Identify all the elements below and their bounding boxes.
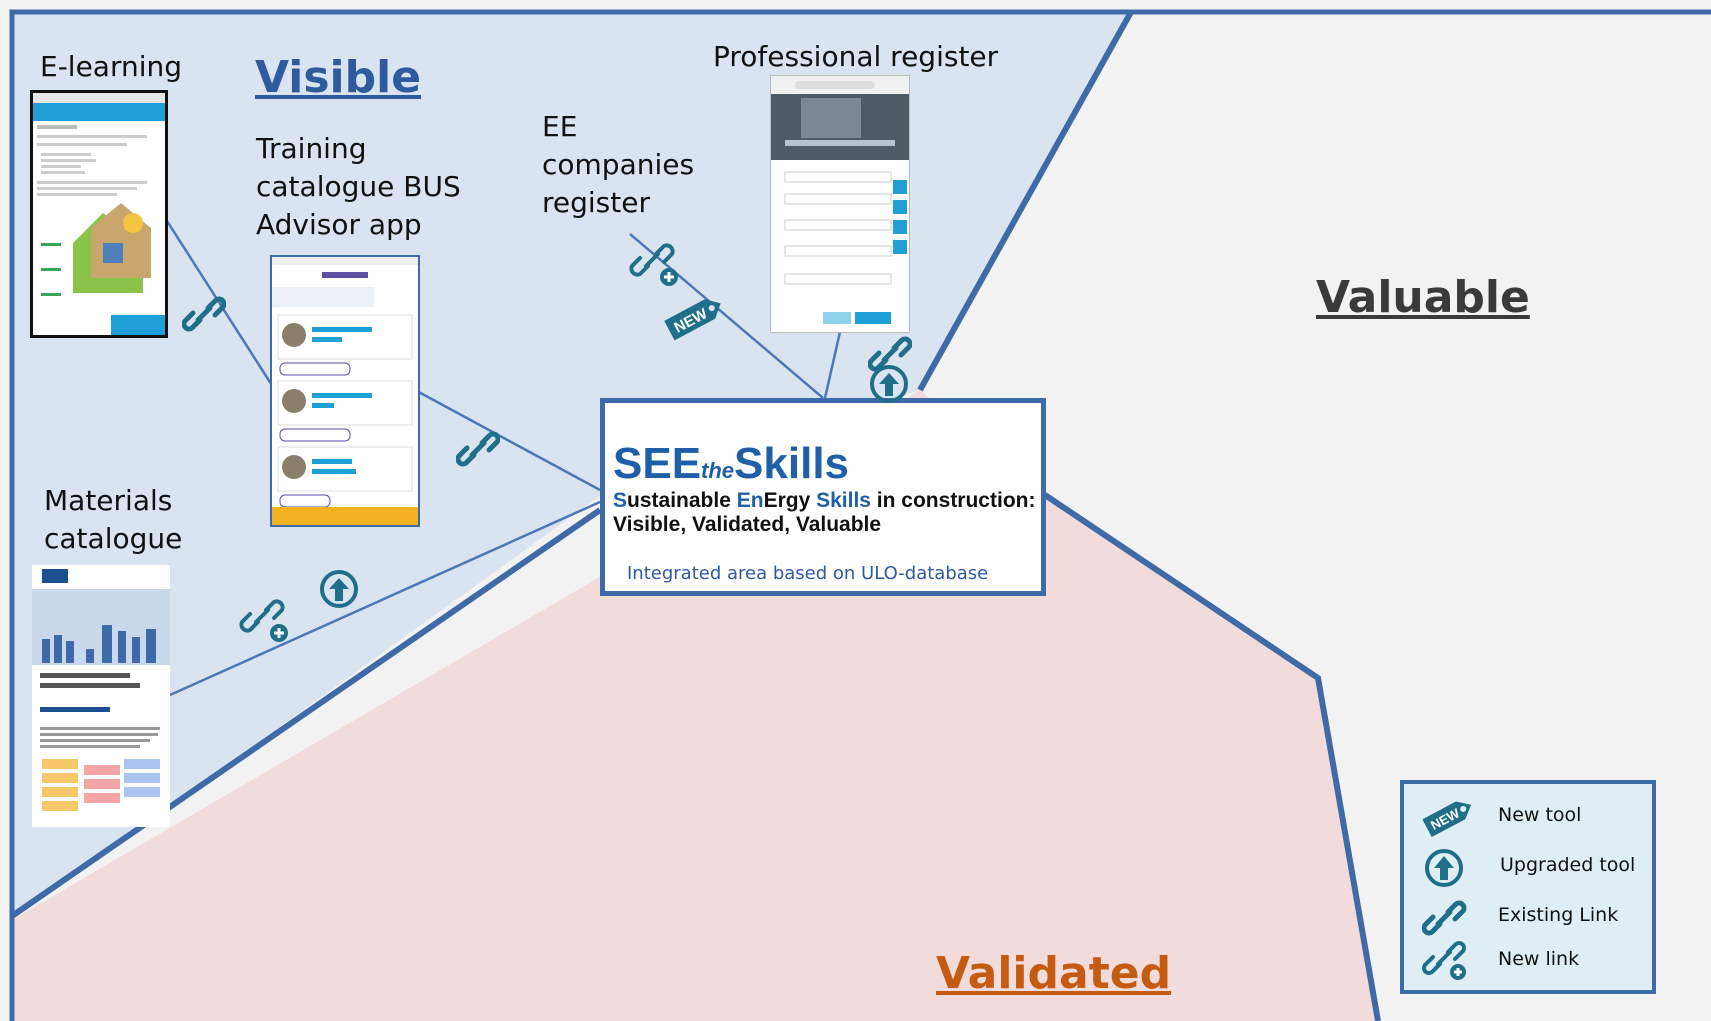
new-tool-tag-icon: NEW xyxy=(1422,801,1472,838)
tagline-part: En xyxy=(736,489,764,512)
brand-the: the xyxy=(701,458,735,483)
visible-zone-title: Visible xyxy=(255,52,422,103)
brand-see: SEE xyxy=(613,439,702,488)
legend-label: New link xyxy=(1498,948,1580,970)
visible-valuable-boundary xyxy=(917,10,1134,392)
legend-item-new-link: New link xyxy=(1404,938,1652,982)
professional-connector xyxy=(823,331,842,399)
tagline-part: ustainable xyxy=(627,489,737,512)
brand-skills: Skills xyxy=(734,439,850,488)
materials-catalogue-screenshot xyxy=(32,565,170,827)
training-app-screenshot xyxy=(270,255,420,527)
training-connector xyxy=(414,388,601,492)
visible-validated-boundary xyxy=(10,507,602,919)
training-label-line: Advisor app xyxy=(256,208,422,241)
legend-item-new-tool: NEW New tool xyxy=(1404,794,1652,838)
new-link-icon xyxy=(1422,941,1466,980)
tagline-part: in construction: Visible, Validated, Val… xyxy=(613,489,1036,536)
training-app-screenshot-art xyxy=(272,257,418,525)
ee-label-line: EE xyxy=(542,110,578,143)
ee-label-line: register xyxy=(542,186,650,219)
legend-box: NEW New tool Upgraded tool Existing Link… xyxy=(1400,780,1656,994)
new-link-icon xyxy=(239,599,288,642)
center-subtitle: Integrated area based on ULO-database xyxy=(627,563,989,584)
upgraded-tool-icon xyxy=(1425,849,1463,887)
legend-label: Existing Link xyxy=(1498,904,1619,926)
tagline-part: S xyxy=(613,489,628,512)
existing-link-icon xyxy=(1422,900,1467,936)
valuable-zone-title: Valuable xyxy=(1316,272,1530,323)
professional-register-screenshot xyxy=(770,75,910,333)
legend-item-existing-link: Existing Link xyxy=(1404,894,1652,938)
see-the-skills-box: SEEtheSkills Sustainable EnErgy Skills i… xyxy=(600,398,1046,596)
outer-border xyxy=(9,9,1711,1021)
materials-label-line: catalogue xyxy=(44,522,183,555)
professional-register-label: Professional register xyxy=(713,40,999,73)
existing-link-icon xyxy=(456,431,500,467)
materials-label-line: Materials xyxy=(44,484,173,517)
see-the-skills-logo: SEEtheSkills xyxy=(613,439,849,489)
validated-valuable-boundary xyxy=(1043,492,1381,1021)
professional-register-screenshot-art xyxy=(771,76,909,324)
materials-connector xyxy=(169,500,601,697)
existing-link-icon xyxy=(868,336,912,372)
ee-label-line: companies xyxy=(542,148,695,181)
legend-item-upgraded-tool: Upgraded tool xyxy=(1404,844,1652,888)
training-label-line: catalogue BUS xyxy=(256,170,461,203)
elearning-label: E-learning xyxy=(40,50,183,83)
training-label-line: Training xyxy=(256,132,367,165)
tagline-part: rgy xyxy=(777,489,817,512)
tagline-part: E xyxy=(763,489,778,512)
elearning-screenshot-art xyxy=(33,93,165,335)
upgraded-tool-icon xyxy=(870,365,908,403)
existing-link-icon xyxy=(182,296,226,332)
new-link-icon xyxy=(629,243,678,286)
new-tool-tag-icon: NEW xyxy=(664,299,721,341)
materials-catalogue-screenshot-art xyxy=(32,569,170,811)
legend-label: New tool xyxy=(1498,804,1582,826)
validated-zone-title: Validated xyxy=(936,948,1172,999)
tagline: Sustainable EnErgy Skills in constructio… xyxy=(613,489,1043,537)
legend-label: Upgraded tool xyxy=(1500,854,1636,876)
tagline-part: Skills xyxy=(816,489,871,512)
upgraded-tool-icon xyxy=(320,570,358,608)
elearning-screenshot xyxy=(30,90,168,338)
